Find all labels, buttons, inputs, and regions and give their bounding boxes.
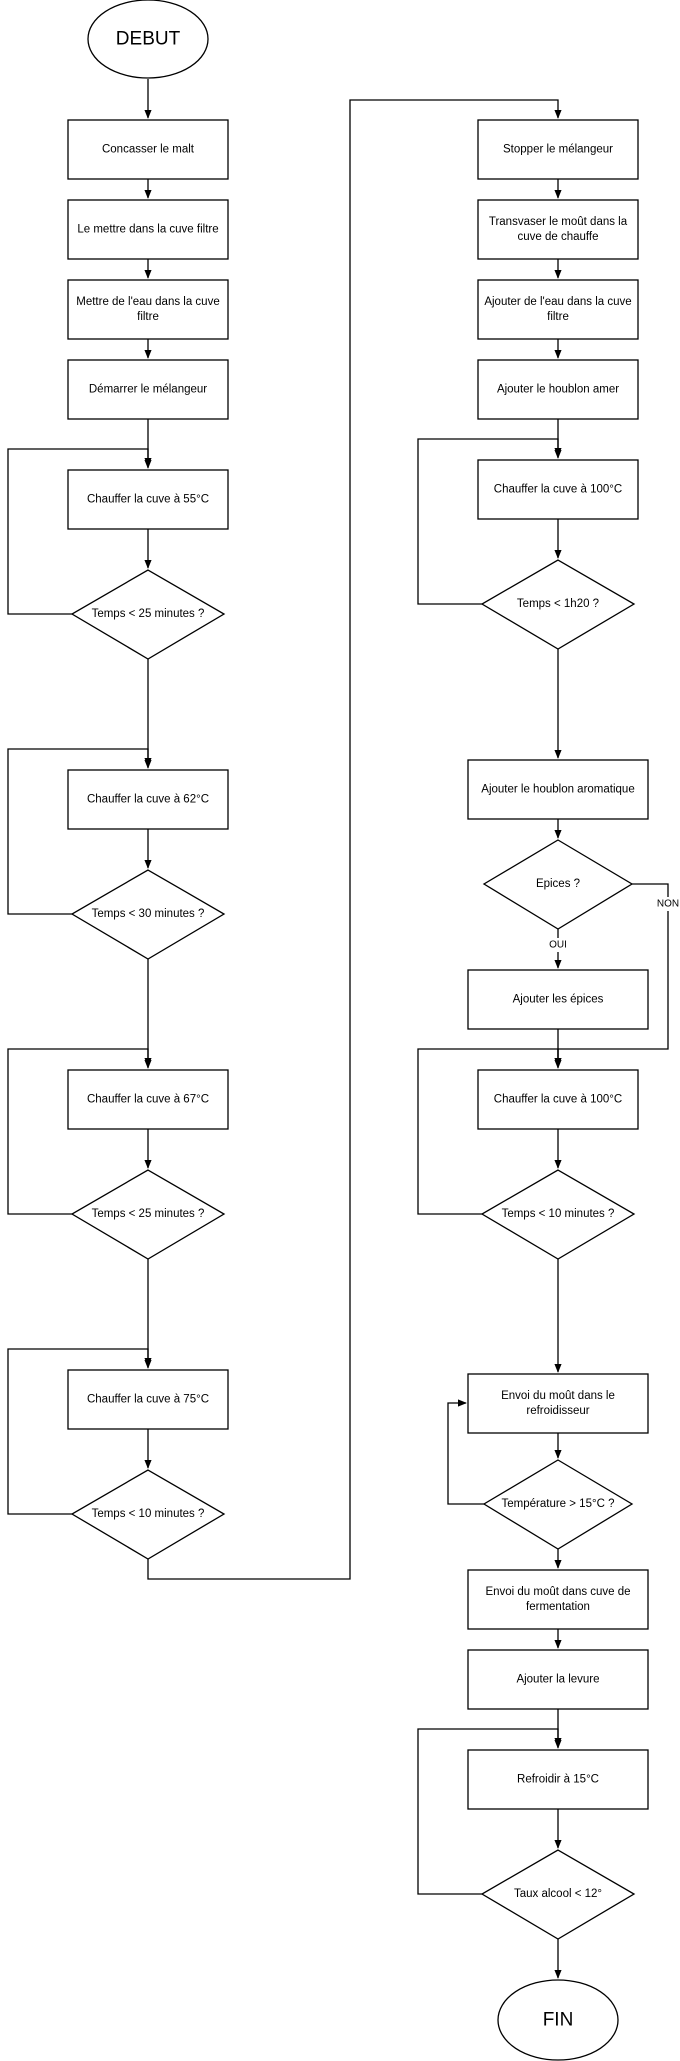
decision-temps-10-b: Temps < 10 minutes ? [480,1169,636,1260]
edge-cross-to-stopper [147,99,562,1580]
edge-loop-temperature [447,1399,484,1505]
node-transvaser: Transvaser le moût dans la cuve de chauf… [477,199,639,260]
node-transvaser-label-line1: Transvaser le moût dans la [489,216,628,228]
node-ajouter-eau-label-line1: Ajouter de l'eau dans la cuve [484,296,631,308]
node-ajouter-eau: Ajouter de l'eau dans la cuve filtre [477,279,639,340]
node-stopper: Stopper le mélangeur [477,119,639,180]
edge-label-non: NON [657,899,679,910]
node-mettre-eau-label-line2: filtre [137,311,159,323]
decision-taux-alcool: Taux alcool < 12° [480,1849,636,1940]
node-mettre-cuve-label: Le mettre dans la cuve filtre [77,224,218,236]
node-chauffer-75-label: Chauffer la cuve à 75°C [87,1394,209,1406]
node-chauffer-62: Chauffer la cuve à 62°C [67,769,229,830]
decision-temps-30-label: Temps < 30 minutes ? [92,908,205,920]
node-chauffer-100-b: Chauffer la cuve à 100°C [477,1069,639,1130]
edge-loop-75 [7,1348,152,1515]
edge-loop-55 [7,448,152,615]
decision-temps-10-b-label: Temps < 10 minutes ? [502,1208,615,1220]
node-houblon-amer-label: Ajouter le houblon amer [497,384,619,396]
node-chauffer-55-label: Chauffer la cuve à 55°C [87,494,209,506]
decision-temps-1h20-label: Temps < 1h20 ? [517,598,599,610]
edge-loop-temps10 [417,1048,562,1215]
node-envoi-fermentation: Envoi du moût dans cuve de fermentation [467,1569,649,1630]
node-mettre-cuve: Le mettre dans la cuve filtre [67,199,229,260]
flowchart-nodes: DEBUT Concasser le malt Le mettre dans l… [67,0,649,2061]
node-stopper-label: Stopper le mélangeur [503,144,613,156]
decision-taux-alcool-label: Taux alcool < 12° [514,1888,602,1900]
node-chauffer-100-b-label: Chauffer la cuve à 100°C [494,1094,622,1106]
node-chauffer-55: Chauffer la cuve à 55°C [67,469,229,530]
node-transvaser-label-line2: cuve de chauffe [518,231,599,243]
decision-temps-10-a-label: Temps < 10 minutes ? [92,1508,205,1520]
node-envoi-refroidisseur-label-line2: refroidisseur [526,1405,589,1417]
node-ajouter-epices: Ajouter les épices [467,969,649,1030]
decision-temps-25-a: Temps < 25 minutes ? [70,569,226,660]
decision-temps-25-b-label: Temps < 25 minutes ? [92,1208,205,1220]
start-label: DEBUT [116,29,181,50]
node-chauffer-100-a-label: Chauffer la cuve à 100°C [494,484,622,496]
node-ajouter-epices-label: Ajouter les épices [513,994,604,1006]
decision-epices-label: Epices ? [536,878,580,890]
node-houblon-aromatique-label: Ajouter le houblon aromatique [481,784,634,796]
node-envoi-refroidisseur-label-line1: Envoi du moût dans le [501,1390,615,1402]
edge-loop-taux [417,1728,562,1895]
edge-label-oui: OUI [549,940,567,951]
decision-temps-1h20: Temps < 1h20 ? [480,559,636,650]
node-ajouter-levure-label: Ajouter la levure [516,1674,599,1686]
node-chauffer-67: Chauffer la cuve à 67°C [67,1069,229,1130]
edge-loop-62 [7,748,152,915]
start-node: DEBUT [87,0,209,79]
node-demarrer-label: Démarrer le mélangeur [89,384,207,396]
node-chauffer-62-label: Chauffer la cuve à 62°C [87,794,209,806]
node-houblon-amer: Ajouter le houblon amer [477,359,639,420]
decision-temperature: Température > 15°C ? [482,1459,634,1550]
node-concasser: Concasser le malt [67,119,229,180]
node-demarrer: Démarrer le mélangeur [67,359,229,420]
decision-temps-25-a-label: Temps < 25 minutes ? [92,608,205,620]
node-chauffer-75: Chauffer la cuve à 75°C [67,1369,229,1430]
decision-temps-30: Temps < 30 minutes ? [70,869,226,960]
end-node: FIN [497,1979,619,2061]
edge-labels: OUI NON [544,897,680,952]
node-refroidir-label: Refroidir à 15°C [517,1774,599,1786]
node-envoi-refroidisseur: Envoi du moût dans le refroidisseur [467,1373,649,1434]
node-houblon-aromatique: Ajouter le houblon aromatique [467,759,649,820]
node-envoi-fermentation-label-line1: Envoi du moût dans cuve de [485,1586,630,1598]
decision-temps-10-a: Temps < 10 minutes ? [70,1469,226,1560]
edge-loop-67 [7,1048,152,1215]
node-ajouter-levure: Ajouter la levure [467,1649,649,1710]
edge-loop-1h20 [417,438,562,605]
node-mettre-eau: Mettre de l'eau dans la cuve filtre [67,279,229,340]
node-chauffer-67-label: Chauffer la cuve à 67°C [87,1094,209,1106]
node-ajouter-eau-label-line2: filtre [547,311,569,323]
node-concasser-label: Concasser le malt [102,144,195,156]
flowchart-edges [7,79,669,1979]
node-refroidir: Refroidir à 15°C [467,1749,649,1810]
node-chauffer-100-a: Chauffer la cuve à 100°C [477,459,639,520]
end-label: FIN [543,2010,574,2031]
node-mettre-eau-label-line1: Mettre de l'eau dans la cuve [76,296,219,308]
decision-epices: Epices ? [482,839,634,930]
decision-temps-25-b: Temps < 25 minutes ? [70,1169,226,1260]
decision-temperature-label: Température > 15°C ? [502,1498,615,1510]
node-envoi-fermentation-label-line2: fermentation [526,1601,590,1613]
